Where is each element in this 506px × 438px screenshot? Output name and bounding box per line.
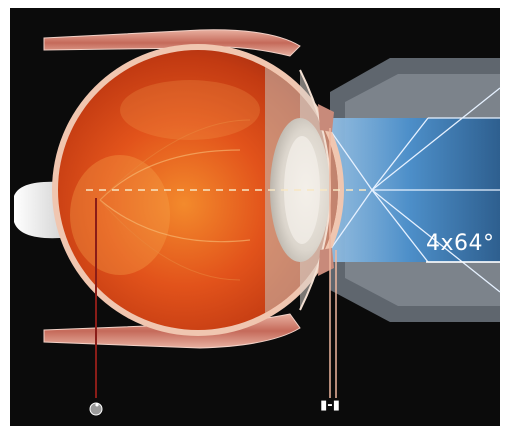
lens-marker-label: ▮-▮ — [310, 398, 350, 413]
retina-marker-label: • — [86, 399, 108, 412]
field-angle-label: 4x64° — [426, 231, 495, 256]
lens-nucleus — [284, 136, 320, 244]
